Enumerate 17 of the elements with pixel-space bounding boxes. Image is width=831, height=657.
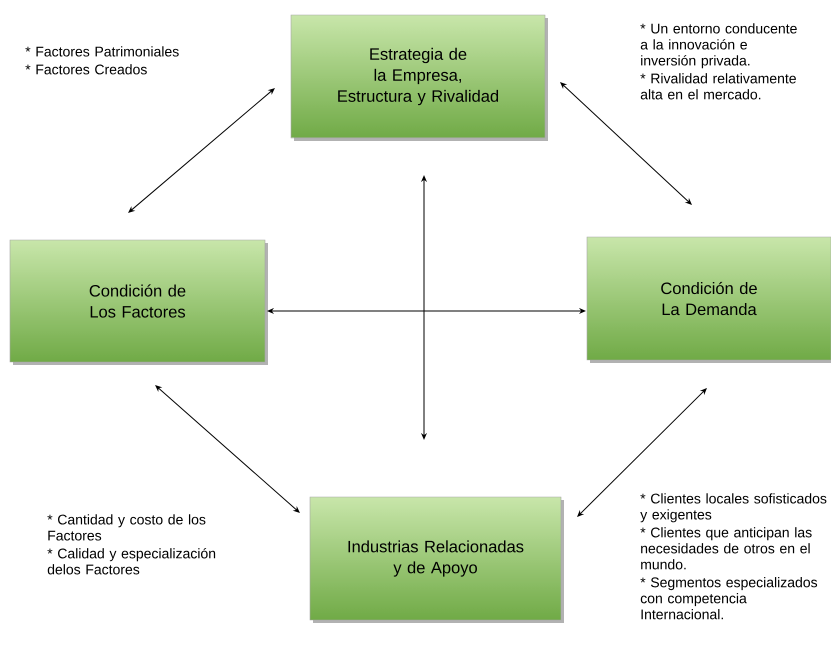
arrow — [577, 388, 707, 517]
note-text: * Un entorno conducente a la innovación e inversión privada. — [640, 23, 797, 68]
process-box: Industrias Relacionadas y de Apoyo — [310, 496, 564, 623]
note-text: * Cantidad y costo de los Factores — [47, 514, 206, 541]
note-text: * Calidad y especialización delos Factores — [47, 548, 216, 574]
note-text: * Clientes que anticipan las necesidades de otros en el mundo. — [640, 527, 812, 570]
note-text: * Factores Patrimoniales — [25, 46, 179, 57]
note-text: * Clientes locales sofisticados y exigentes — [640, 493, 826, 522]
arrow — [128, 88, 275, 213]
arrow — [155, 385, 300, 513]
note-text: * Factores Creados — [25, 64, 147, 74]
process-box: Condición de La Demanda — [586, 236, 831, 363]
process-box: Estrategia de la Empresa, Estructura y Rivalidad — [290, 14, 548, 141]
note-text: * Rivalidad relativamente alta en el mercado. — [640, 73, 796, 100]
arrow — [560, 82, 692, 205]
process-box: Condición de Los Factores — [10, 240, 268, 365]
note-text: * Segmentos especializados con competencia Internacional. — [640, 577, 818, 620]
